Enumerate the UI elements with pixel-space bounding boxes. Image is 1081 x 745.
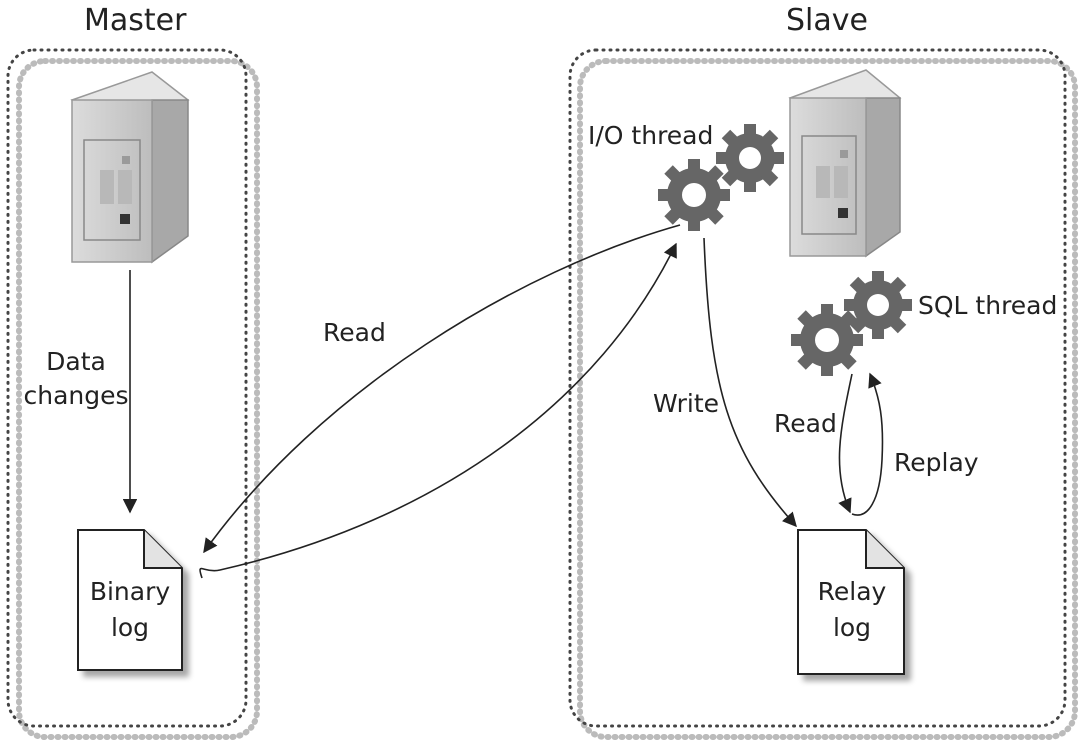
- slave-container: [568, 48, 1078, 740]
- data-changes-label-line2: changes: [23, 381, 129, 410]
- replay-label: Replay: [894, 448, 979, 477]
- binlog-to-io-thread-arrow: [199, 242, 677, 579]
- binary-log-document-icon: [77, 529, 183, 671]
- master-server-icon: [70, 71, 190, 264]
- replay-arrow: [851, 372, 884, 516]
- relay-log-document-icon: [797, 529, 905, 675]
- sql-thread-label: SQL thread: [918, 291, 1058, 320]
- read-request-arrow: [203, 224, 681, 554]
- sql-read-label: Read: [774, 409, 837, 438]
- write-label: Write: [653, 389, 720, 418]
- slave-server-icon: [788, 69, 902, 258]
- sql-thread-gears-icon: [791, 271, 912, 376]
- io-thread-gears-icon: [658, 124, 784, 231]
- master-title: Master: [84, 3, 187, 38]
- io-thread-label: I/O thread: [588, 121, 714, 150]
- relay-log-label-line2: log: [832, 613, 872, 642]
- read-label: Read: [323, 318, 386, 347]
- data-changes-label-line1: Data: [46, 347, 106, 376]
- binary-log-label-line1: Binary: [89, 577, 171, 606]
- sql-read-arrow: [838, 373, 853, 514]
- binary-log-label-line2: log: [110, 613, 150, 642]
- master-container: [6, 48, 260, 740]
- slave-title: Slave: [786, 3, 868, 38]
- relay-log-label-line1: Relay: [817, 577, 887, 606]
- write-arrow: [703, 237, 797, 528]
